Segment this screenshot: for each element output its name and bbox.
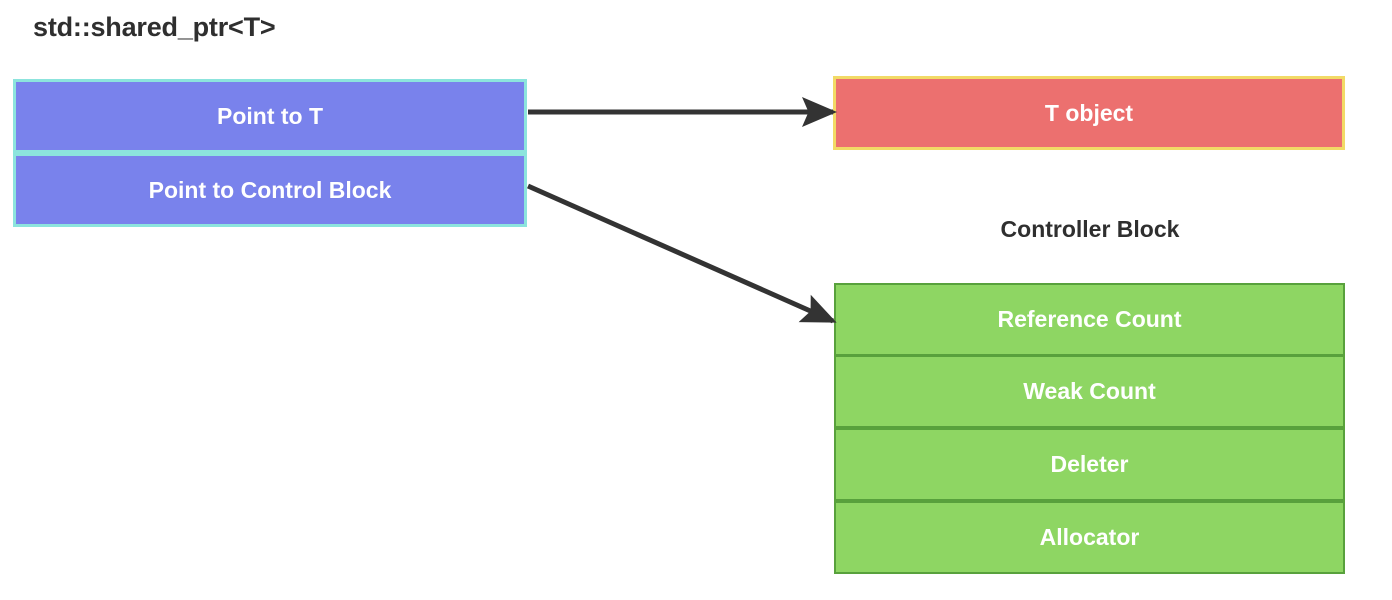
- controller-block-row-deleter[interactable]: Deleter: [834, 428, 1345, 501]
- controller-block-row-weak-count[interactable]: Weak Count: [834, 355, 1345, 428]
- controller-block-row-allocator[interactable]: Allocator: [834, 501, 1345, 574]
- page-title: std::shared_ptr<T>: [33, 12, 276, 42]
- controller-block: Reference Count Weak Count Deleter Alloc…: [834, 283, 1345, 574]
- controller-block-title: Controller Block: [1000, 216, 1180, 242]
- arrow-point-to-control-block: [526, 183, 837, 324]
- shared-ptr-row-point-to-control-block[interactable]: Point to Control Block: [13, 153, 527, 227]
- shared-ptr-block: Point to T Point to Control Block: [13, 79, 527, 227]
- controller-block-row-reference-count[interactable]: Reference Count: [834, 283, 1345, 356]
- t-object-box[interactable]: T object: [833, 76, 1345, 150]
- shared-ptr-row-point-to-t[interactable]: Point to T: [13, 79, 527, 153]
